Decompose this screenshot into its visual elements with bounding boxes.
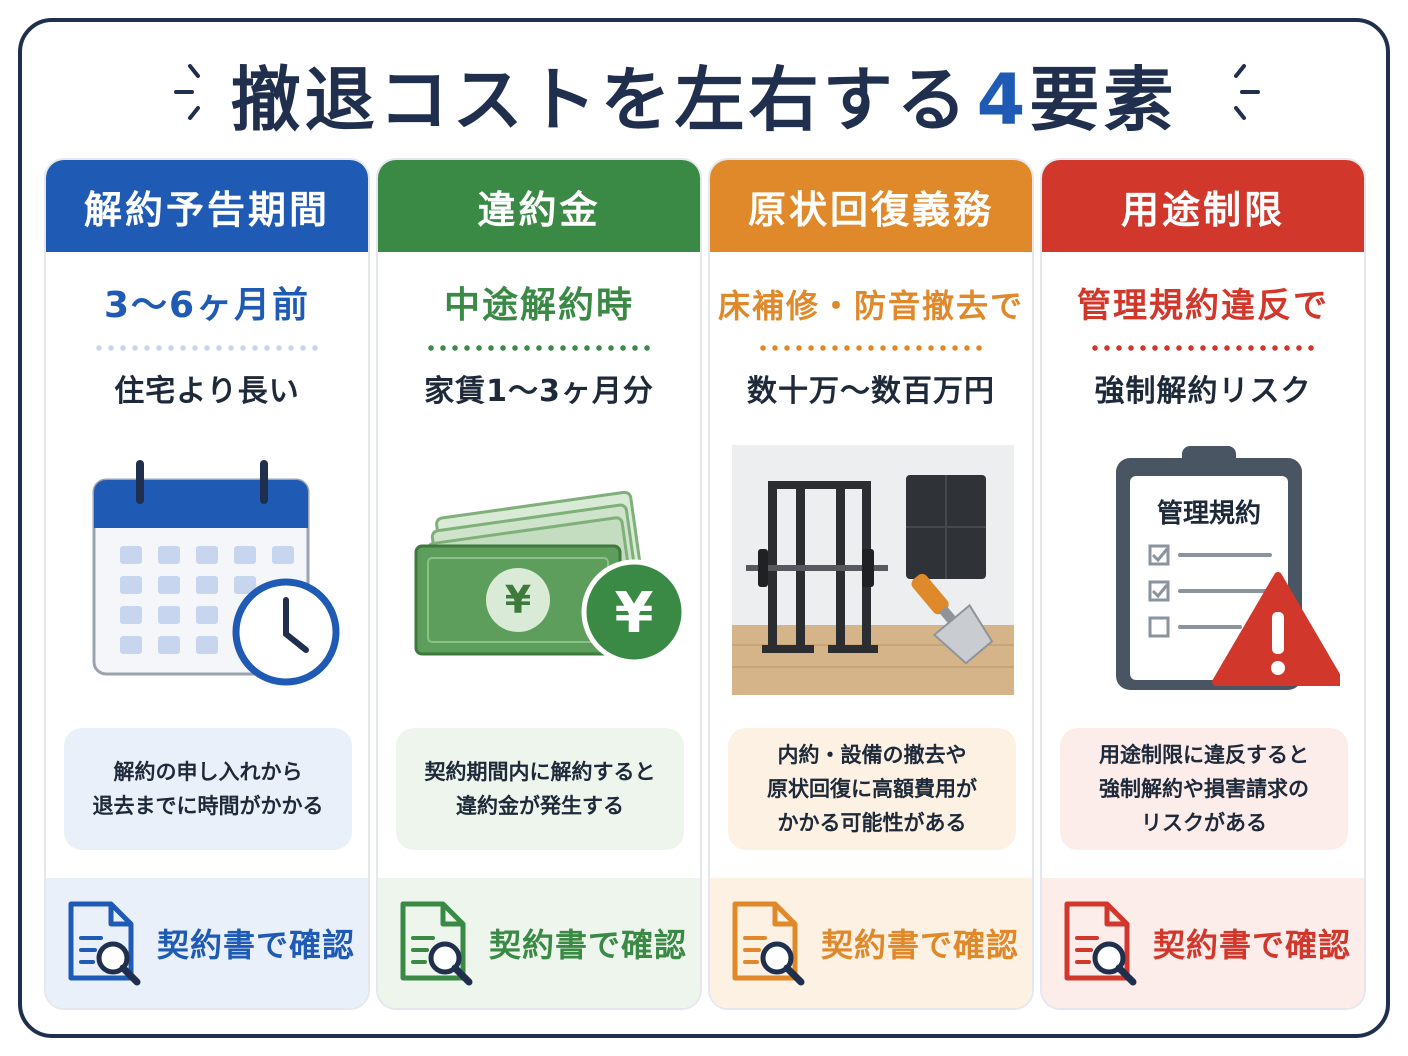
card-header: 解約予告期間 bbox=[46, 160, 368, 252]
contract-check: 契約書で確認 bbox=[378, 878, 700, 1008]
document-search-icon bbox=[1064, 901, 1137, 986]
contract-check-label: 契約書で確認 bbox=[156, 926, 355, 964]
contract-check: 契約書で確認 bbox=[1042, 878, 1364, 1008]
card-note: 内約・設備の撤去や 原状回復に高額費用が かかる可能性がある bbox=[728, 728, 1016, 850]
title-suffix: 要素 bbox=[1029, 59, 1178, 141]
card-restoration: 原状回復義務 床補修・防音撤去で 数十万〜数百万円 bbox=[708, 158, 1034, 1010]
clipboard-warning-icon: 管理規約 bbox=[1042, 442, 1364, 698]
dotted-divider bbox=[423, 344, 655, 352]
contract-check-label: 契約書で確認 bbox=[1152, 926, 1351, 964]
card-header: 用途制限 bbox=[1042, 160, 1364, 252]
card-penalty: 違約金 中途解約時 家賃1〜3ヶ月分 ¥ ¥ 契約期間内に解約すると 違約金が発… bbox=[376, 158, 702, 1010]
title-row: 撤退コストを左右する4要素 bbox=[0, 50, 1408, 150]
title-main: 撤退コストを左右する bbox=[230, 59, 971, 141]
card-use-restriction: 用途制限 管理規約違反で 強制解約リスク 管理規約 用途制限に違反すると 強制解… bbox=[1040, 158, 1366, 1010]
clipboard-title: 管理規約 bbox=[1157, 498, 1261, 529]
card-subline: 強制解約リスク bbox=[1094, 374, 1312, 409]
document-search-icon bbox=[400, 901, 473, 986]
card-headline: 中途解約時 bbox=[443, 285, 634, 326]
card-note: 用途制限に違反すると 強制解約や損害請求の リスクがある bbox=[1060, 728, 1348, 850]
document-search-icon bbox=[732, 901, 805, 986]
document-search-icon bbox=[68, 901, 141, 986]
contract-check-label: 契約書で確認 bbox=[488, 926, 687, 964]
sparkle-left-icon bbox=[174, 64, 200, 120]
page-title: 撤退コストを左右する4要素 bbox=[231, 50, 1178, 150]
dotted-divider bbox=[91, 344, 323, 352]
sparkle-right-icon bbox=[1234, 64, 1260, 120]
svg-text:¥: ¥ bbox=[505, 578, 531, 622]
title-number: 4 bbox=[976, 59, 1030, 141]
card-headline: 床補修・防音撤去で bbox=[717, 287, 1024, 325]
contract-check: 契約書で確認 bbox=[46, 878, 368, 1008]
card-subline: 数十万〜数百万円 bbox=[747, 374, 995, 409]
power-rack-scraper-illustration bbox=[710, 442, 1032, 698]
card-subline: 住宅より長い bbox=[114, 374, 300, 409]
calendar-clock-icon bbox=[46, 442, 368, 698]
card-note: 契約期間内に解約すると 違約金が発生する bbox=[396, 728, 684, 850]
dotted-divider bbox=[1087, 344, 1319, 352]
card-notice-period: 解約予告期間 3〜6ヶ月前 住宅より長い 解約の申し入れから 退去までに時間がか… bbox=[44, 158, 370, 1010]
yen-banknotes-icon: ¥ ¥ bbox=[378, 442, 700, 698]
card-header: 原状回復義務 bbox=[710, 160, 1032, 252]
card-subline: 家賃1〜3ヶ月分 bbox=[424, 374, 654, 409]
contract-check-label: 契約書で確認 bbox=[820, 926, 1019, 964]
card-headline: 管理規約違反で bbox=[1077, 286, 1329, 326]
card-headline: 3〜6ヶ月前 bbox=[103, 285, 311, 326]
card-header: 違約金 bbox=[378, 160, 700, 252]
contract-check: 契約書で確認 bbox=[710, 878, 1032, 1008]
dotted-divider bbox=[755, 344, 987, 352]
card-note: 解約の申し入れから 退去までに時間がかかる bbox=[64, 728, 352, 850]
svg-text:¥: ¥ bbox=[615, 581, 654, 646]
